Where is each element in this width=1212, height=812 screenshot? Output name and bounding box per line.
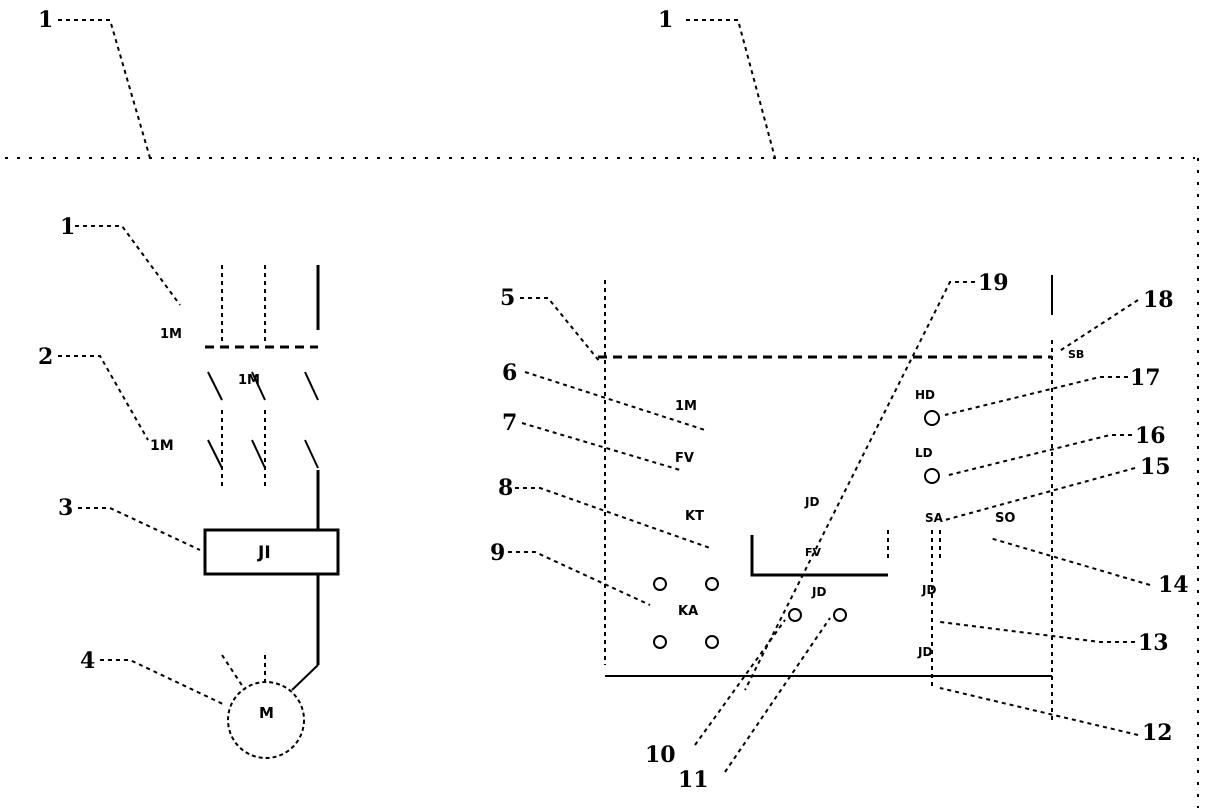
tag-hd: HD — [915, 388, 935, 402]
label-11: 11 — [678, 767, 709, 793]
label-10: 10 — [645, 742, 676, 768]
contact-b — [251, 439, 266, 469]
label-18: 18 — [1143, 287, 1174, 313]
lamp-hd-symbol — [924, 410, 940, 426]
leader-16 — [944, 434, 1132, 477]
label-19: 19 — [978, 270, 1009, 296]
switch-blade-b — [251, 371, 266, 401]
label-7: 7 — [502, 410, 517, 436]
leader-5 — [520, 297, 601, 363]
contact-ka-3 — [653, 635, 667, 649]
leader-19 — [744, 281, 975, 691]
motor-feed-a — [221, 654, 246, 691]
switch-blade-a — [207, 371, 223, 401]
leader-13 — [939, 621, 1135, 643]
relay-block-tag: JI — [257, 543, 271, 563]
leader-14 — [989, 537, 1151, 586]
tag-jd-d: JD — [917, 645, 932, 659]
label-3: 3 — [58, 495, 73, 521]
label-12: 12 — [1142, 720, 1173, 746]
relay-block — [203, 528, 340, 576]
label-15: 15 — [1140, 454, 1171, 480]
tag-jd-c: JD — [921, 583, 936, 597]
lamp-ld-symbol — [924, 468, 940, 484]
contactor-tag-mid: 1M — [238, 373, 260, 388]
label-8: 8 — [498, 475, 513, 501]
tag-ld: LD — [915, 446, 933, 460]
motor-symbol — [227, 681, 305, 759]
leader-2 — [58, 355, 149, 441]
tag-jd-a: JD — [804, 495, 819, 509]
leader-3 — [78, 507, 201, 551]
leader-17 — [944, 376, 1128, 416]
contactor-tag-low: 1M — [150, 438, 174, 454]
contactor-tag-top: 1M — [160, 327, 182, 342]
label-top-middle: 1 — [658, 7, 673, 33]
tag-jd-b: JD — [811, 585, 826, 599]
relay-coil-outline — [750, 535, 888, 577]
contact-ka-2 — [705, 577, 719, 591]
switch-blade-c — [304, 371, 319, 401]
label-top-left: 1 — [38, 7, 53, 33]
leader-8 — [515, 487, 711, 549]
label-17: 17 — [1130, 365, 1161, 391]
contact-a — [207, 439, 223, 469]
tag-fv: FV — [675, 451, 694, 466]
pointer-top-left — [58, 19, 151, 159]
motor-feed-c — [291, 664, 319, 691]
leader-15 — [944, 467, 1136, 521]
leader-9 — [508, 551, 651, 606]
pointer-top-middle — [686, 19, 776, 159]
tag-sb: SB — [1068, 348, 1084, 361]
tag-1m: 1M — [675, 399, 697, 414]
right-circuit: 1M FV KT KA JD JD JD JD HD LD SA SO SB F… — [490, 270, 1189, 793]
tag-kt: KT — [685, 509, 704, 524]
label-14: 14 — [1158, 572, 1189, 598]
label-1: 1 — [60, 214, 75, 240]
leader-4 — [100, 659, 226, 706]
contact-c — [304, 439, 319, 469]
contact-ka-4 — [705, 635, 719, 649]
tag-so: SO — [995, 511, 1015, 526]
leader-18 — [1057, 299, 1139, 353]
leader-10 — [694, 619, 786, 746]
leader-1 — [75, 225, 181, 306]
leader-11 — [724, 617, 831, 773]
left-circuit: JI M 1M 1M 1M 1 2 3 4 — [38, 214, 340, 759]
leader-7 — [521, 422, 681, 471]
tag-ka: KA — [678, 604, 698, 619]
contact-jd-1 — [788, 608, 802, 622]
label-5: 5 — [500, 285, 515, 311]
leader-12 — [939, 687, 1139, 736]
label-4: 4 — [80, 648, 95, 674]
label-6: 6 — [502, 360, 517, 386]
contact-jd-2 — [833, 608, 847, 622]
motor-tag: M — [259, 704, 274, 722]
contact-ka-1 — [653, 577, 667, 591]
label-13: 13 — [1138, 630, 1169, 656]
label-2: 2 — [38, 344, 53, 370]
label-9: 9 — [490, 540, 505, 566]
tag-sa: SA — [925, 511, 944, 525]
label-16: 16 — [1135, 423, 1166, 449]
